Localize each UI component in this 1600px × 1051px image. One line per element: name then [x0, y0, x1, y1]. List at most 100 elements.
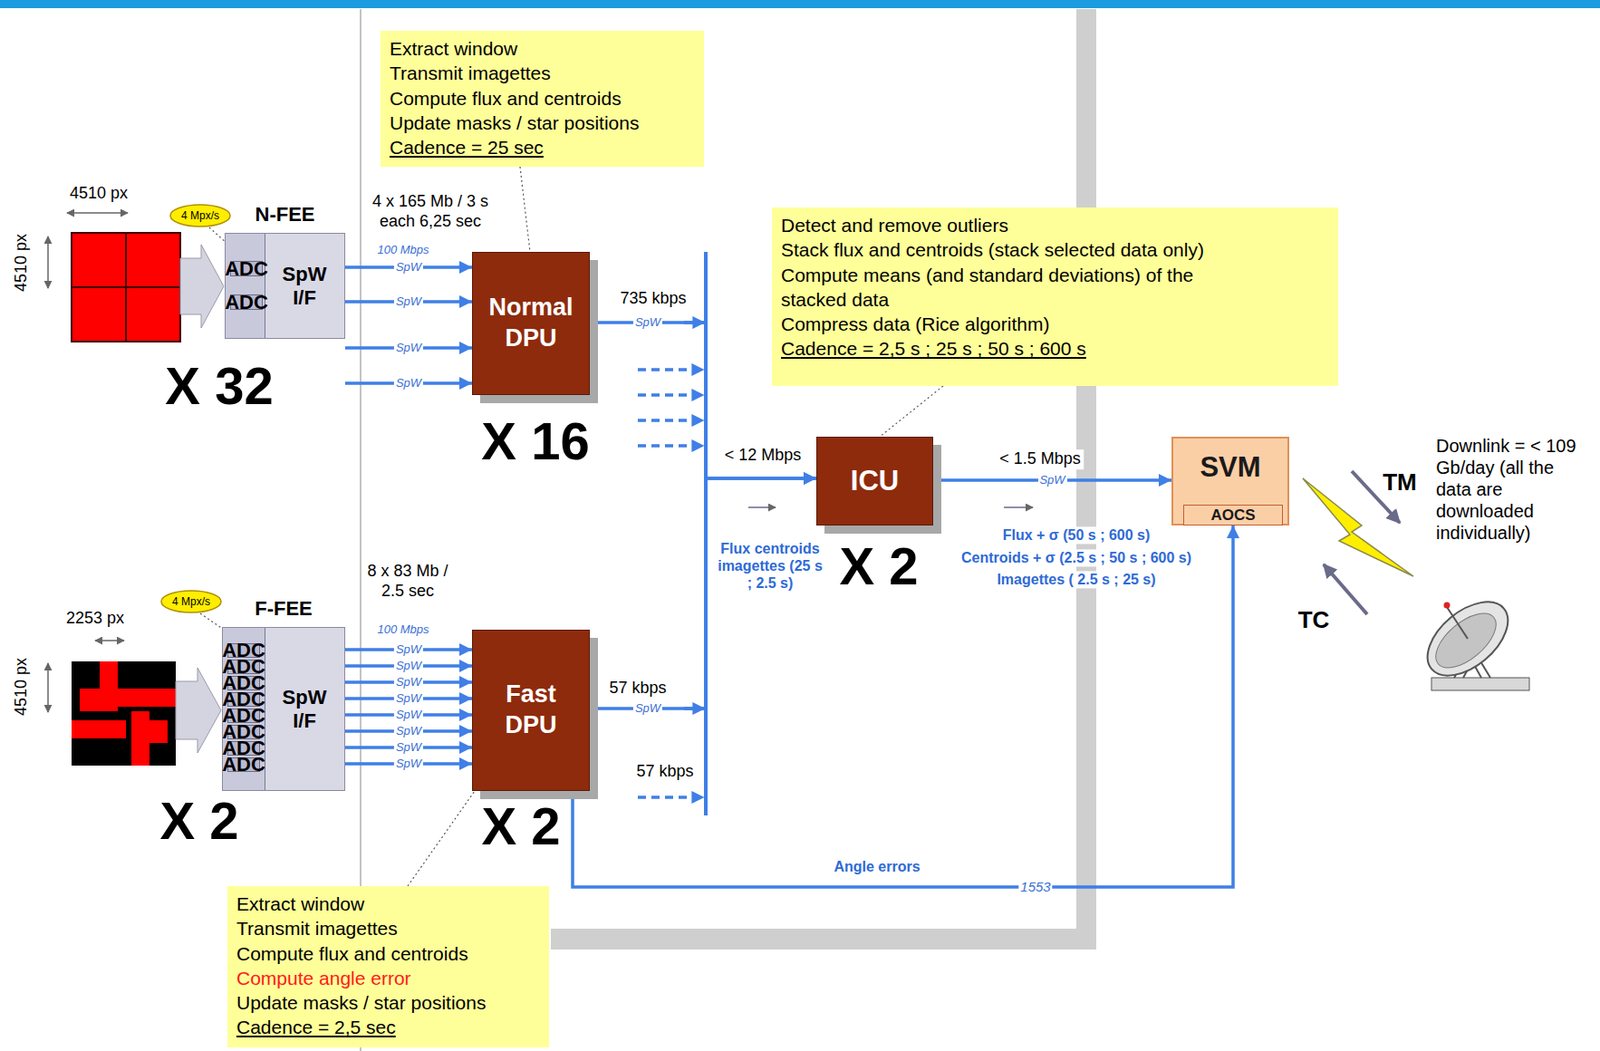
fast-ccd: [71, 661, 176, 766]
note-box: Extract windowTransmit imagettesCompute …: [227, 886, 550, 1048]
multiplicity-label: X 16: [481, 409, 589, 473]
link-label: SpW: [633, 316, 663, 329]
note-line: Detect and remove outliers: [780, 212, 1009, 238]
ellipse-shape: [170, 204, 231, 227]
annotation-label: Imagettes ( 2.5 s ; 25 s): [993, 570, 1158, 588]
annotation-label: 100 Mbps: [374, 242, 432, 258]
note-line: Compute flux and centroids: [236, 941, 469, 966]
annotation-label: 8 x 83 Mb / 2.5 sec: [357, 561, 458, 601]
note-line: Compute angle error: [236, 965, 412, 991]
rate-ellipse: 4 Mpx/s: [169, 203, 232, 228]
annotation-label: Flux + σ (50 s ; 600 s): [1000, 526, 1154, 544]
other-dpu-links: [637, 369, 704, 798]
link-label: SpW: [394, 708, 424, 722]
note-box: Detect and remove outliersStack flux and…: [771, 207, 1339, 386]
note-line: Extract window: [236, 891, 365, 916]
note-line: Compress data (Rice algorithm): [780, 311, 1050, 337]
link-label: SpW: [394, 341, 424, 355]
note-line: Extract window: [389, 36, 518, 61]
annotation-label: TM: [1382, 468, 1417, 497]
dimension-arrow: [47, 236, 49, 289]
block-arrow: [180, 244, 224, 328]
box-label: ADC: [221, 752, 266, 777]
dimension-label: 4510 px: [11, 657, 32, 716]
adc-box: ADC: [230, 260, 263, 277]
box-label: SpW I/F: [264, 233, 345, 338]
leader-line: [879, 385, 944, 437]
annotation-label: 57 kbps: [636, 761, 694, 782]
multiplicity-label: X 32: [164, 354, 273, 418]
link-label: SpW: [394, 724, 424, 738]
top-bar: [0, 0, 1600, 9]
box-label: Normal DPU: [485, 292, 577, 355]
link-label: SpW: [1037, 473, 1067, 487]
annotation-label: 735 kbps: [619, 289, 686, 309]
flow-arrow: [1003, 506, 1033, 509]
note-line: Update masks / star positions: [236, 990, 486, 1015]
note-line: Compute flux and centroids: [389, 86, 622, 111]
box-label: ICU: [850, 463, 899, 500]
dimension-arrow: [47, 663, 49, 713]
box-label: AOCS: [1210, 506, 1255, 525]
frame-bottom: [550, 928, 1097, 950]
link-label: 1553: [1018, 879, 1052, 896]
note-line: Cadence = 2,5 sec: [236, 1014, 396, 1040]
box-heading: F-FEE: [222, 597, 345, 621]
annotation-label: 100 Mbps: [374, 622, 432, 637]
link-label: SpW: [394, 295, 424, 309]
annotation-label: Flux centroids imagettes (25 s ; 2.5 s): [716, 539, 824, 593]
box-label: ADC: [224, 290, 269, 315]
box-label: 4 Mpx/s: [172, 595, 211, 608]
link-label: SpW: [394, 643, 424, 656]
leader-line: [520, 166, 531, 252]
note-line: Cadence = 2,5 s ; 25 s ; 50 s ; 600 s: [780, 336, 1087, 361]
link-label: SpW: [394, 675, 424, 689]
data-link: [589, 478, 817, 709]
annotation-label: < 12 Mbps: [724, 445, 802, 466]
dimension-arrow: [95, 639, 125, 642]
rate-ellipse: 4 Mpx/s: [160, 589, 222, 614]
annotation-label: Angle errors: [830, 857, 923, 876]
dpu-box: Fast DPU: [472, 629, 590, 791]
tc-arrow: [1323, 564, 1368, 615]
adc-box: ADC: [227, 757, 261, 772]
link-label: SpW: [394, 659, 424, 673]
link-label: SpW: [394, 260, 424, 274]
note-line: Transmit imagettes: [236, 915, 398, 941]
dimension-label: 4510 px: [11, 233, 32, 292]
annotation-label: 4 x 165 Mb / 3 s each 6,25 sec: [362, 192, 499, 232]
box-label: SVM: [1199, 451, 1261, 484]
ground-antenna: [1414, 587, 1530, 691]
ellipse-shape: [161, 590, 222, 613]
annotation-label: 4510 px: [69, 183, 128, 204]
annotation-label: Centroids + σ (2.5 s ; 50 s ; 600 s): [958, 549, 1195, 567]
fee-box: F-FEESpW I/FADCADCADCADCADCADCADCADC: [221, 626, 346, 791]
link-label: SpW: [633, 702, 663, 715]
box-label: Fast DPU: [485, 679, 577, 742]
aocs-box: AOCS: [1183, 504, 1283, 526]
normal-ccd: [71, 232, 181, 342]
multiplicity-label: X 2: [481, 794, 560, 858]
annotation-label: 2253 px: [66, 608, 125, 629]
box-label: ADC: [224, 257, 269, 281]
fee-box: N-FEESpW I/FADCADC: [224, 232, 346, 339]
dimension-arrow: [67, 212, 128, 214]
link-label: SpW: [394, 376, 424, 390]
svm-box: SVM AOCS: [1171, 436, 1290, 526]
note-line: Cadence = 25 sec: [389, 134, 544, 160]
note-line: Transmit imagettes: [389, 60, 551, 86]
block-arrow: [175, 667, 222, 753]
leader-line: [407, 790, 475, 887]
link-label: SpW: [394, 692, 424, 705]
link-label: SpW: [394, 741, 424, 754]
note-line: Compute means (and standard deviations) …: [780, 262, 1253, 313]
icu-box: ICU: [816, 436, 934, 526]
box-label: SpW I/F: [264, 627, 345, 791]
flow-arrow: [748, 506, 776, 509]
multiplicity-label: X 2: [838, 534, 918, 598]
note-line: Stack flux and centroids (stack selected…: [780, 237, 1205, 262]
data-link: [572, 525, 1234, 887]
dpu-box: Normal DPU: [472, 251, 590, 396]
box-label: 4 Mpx/s: [181, 209, 220, 222]
